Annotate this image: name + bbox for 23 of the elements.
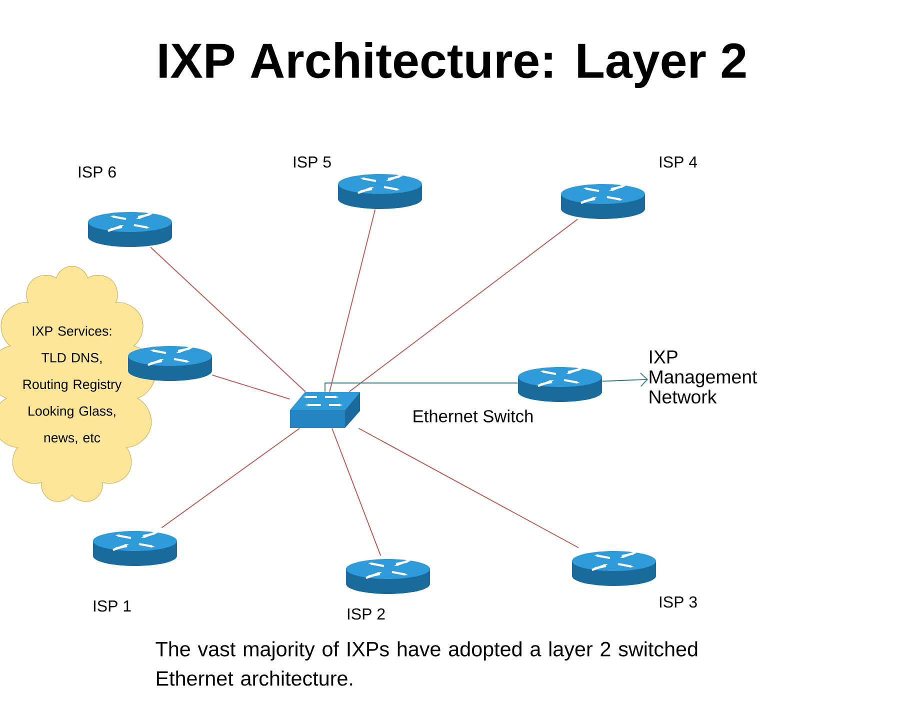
node-label: IXP Management Network bbox=[650, 350, 758, 404]
device-label: ISP 5 bbox=[294, 156, 331, 168]
device-label: ISP 4 bbox=[660, 156, 698, 168]
device-label: ISP 2 bbox=[348, 608, 385, 620]
connector-line bbox=[212, 374, 290, 400]
device-label: ISP 1 bbox=[94, 600, 131, 612]
connector-line bbox=[332, 428, 382, 556]
device-label: ISP 3 bbox=[660, 596, 697, 608]
router-icon bbox=[518, 367, 602, 402]
connector-line bbox=[150, 246, 306, 392]
connector-line bbox=[348, 218, 578, 392]
connector-line bbox=[358, 428, 580, 548]
device-label: ISP 6 bbox=[78, 166, 116, 178]
title: IXP Architecture: Layer 2 bbox=[160, 42, 746, 88]
connector-line bbox=[161, 428, 300, 528]
caption: The vast majority of IXPs have adopted a layer 2 switched Ethernet architecture. bbox=[156, 641, 698, 686]
router-icon bbox=[128, 346, 212, 381]
connector-line bbox=[324, 382, 518, 392]
arrow bbox=[602, 372, 648, 387]
device-label: Ethernet Switch bbox=[414, 410, 533, 422]
connector-line bbox=[329, 208, 376, 392]
cloud: IXP Services: TLD DNS, Routing Registry Looking Glass, news, etc bbox=[0, 266, 156, 502]
switch-icon bbox=[290, 392, 360, 428]
